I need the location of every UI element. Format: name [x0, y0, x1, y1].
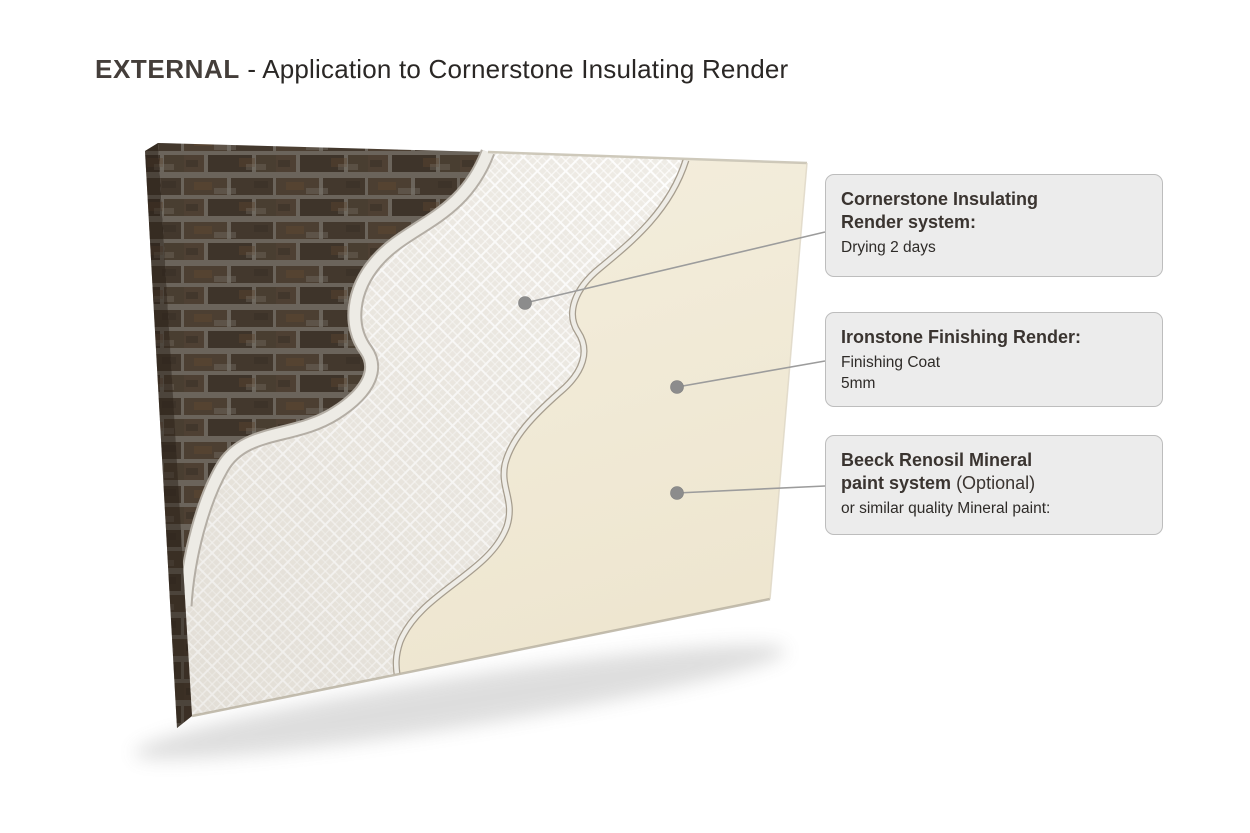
layer-dots [518, 296, 684, 500]
leader-line-insulating [524, 231, 826, 304]
callout-title-line: Cornerstone Insulating [841, 189, 1039, 209]
paint-layer-dot [670, 486, 684, 500]
insulating-layer-edge-band [179, 149, 494, 607]
callout-title-bold: paint system [841, 473, 952, 493]
wall-bottom-edge [191, 597, 771, 718]
callout-title-optional: (Optional) [956, 473, 1036, 493]
wall-shadow [134, 644, 786, 760]
leader-lines [524, 231, 826, 494]
leader-line-finishing [676, 360, 826, 388]
callout-ironstone-finishing-render: Ironstone Finishing Render: Finishing Co… [825, 312, 1163, 407]
title-text: - Application to Cornerstone Insulating … [239, 54, 789, 84]
brick-substrate-layer [158, 143, 488, 606]
callout-cornerstone-insulating-render: Cornerstone Insulating Render system: Dr… [825, 174, 1163, 277]
wall-right-edge [769, 162, 808, 600]
callout-title-line: Ironstone Finishing Render: [841, 327, 1082, 347]
finishing-layer-edge-band [393, 159, 689, 675]
callout-body-line: or similar quality Mineral paint: [841, 500, 1051, 517]
finishing-layer-dot [670, 380, 684, 394]
callout-beeck-renosil-mineral-paint: Beeck Renosil Mineral paint system (Opti… [825, 435, 1163, 535]
wall-top-edge [487, 150, 808, 165]
callout-body-line: 5mm [841, 375, 876, 392]
callout-title-line: Beeck Renosil Mineral [841, 450, 1033, 470]
brick-substrate-shading [158, 143, 488, 606]
callout-body-line: Drying 2 days [841, 239, 936, 256]
callout-title-line: Render system: [841, 212, 977, 232]
callout-title-line: paint system (Optional) [841, 472, 1146, 495]
callout-body-line: Finishing Coat [841, 354, 941, 371]
brick-side-face-shading [145, 143, 192, 728]
page-title: EXTERNAL - Application to Cornerstone In… [95, 54, 788, 84]
title-emphasis: EXTERNAL [95, 54, 240, 84]
insulating-render-shading [185, 152, 686, 716]
leader-line-paint [676, 485, 826, 494]
insulating-layer-dot [518, 296, 532, 310]
